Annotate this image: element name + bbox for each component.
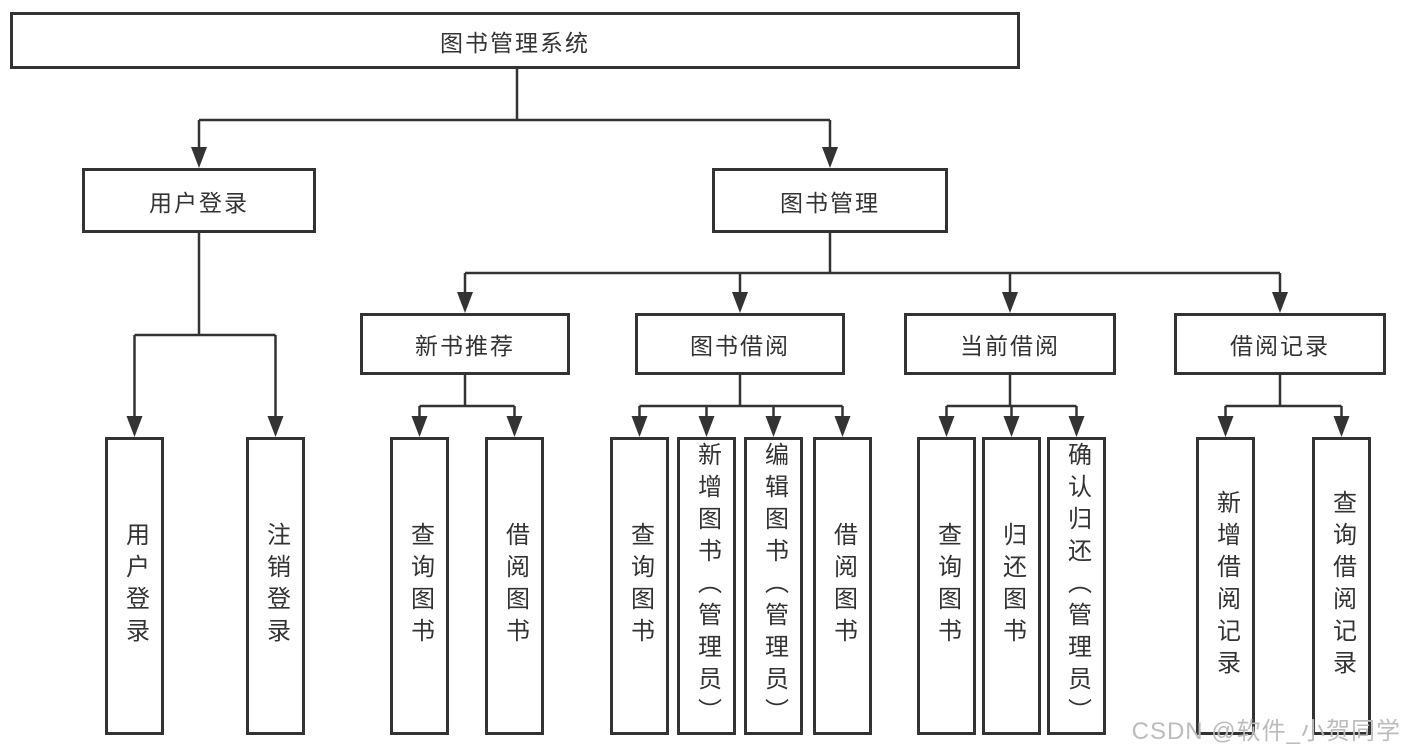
- leaf-query-borrow-record-label: 查询借阅记录: [1328, 490, 1356, 682]
- leaf-borrow-books-1: 借阅图书: [485, 437, 544, 735]
- leaf-query-books-1: 查询图书: [390, 437, 449, 735]
- connector-userlogin-to-leaves: [133, 233, 277, 425]
- leaf-add-borrow-record-label: 新增借阅记录: [1212, 490, 1240, 682]
- node-book-borrowing-label: 图书借阅: [690, 333, 790, 359]
- connector-newbook-to-leaves: [418, 375, 516, 425]
- leaf-query-borrow-record: 查询借阅记录: [1312, 437, 1371, 735]
- arrow-down-icon: [938, 416, 955, 437]
- node-book-management: 图书管理: [712, 168, 948, 233]
- node-borrowing-records: 借阅记录: [1174, 313, 1386, 375]
- leaf-query-books-2: 查询图书: [610, 437, 669, 735]
- arrow-down-icon: [1217, 416, 1234, 437]
- node-user-login: 用户登录: [82, 168, 316, 233]
- arrow-down-icon: [1002, 292, 1018, 313]
- arrow-down-icon: [765, 416, 782, 437]
- leaf-query-books-3-label: 查询图书: [933, 522, 961, 650]
- leaf-borrow-books-1-label: 借阅图书: [501, 522, 529, 650]
- leaf-add-borrow-record: 新增借阅记录: [1196, 437, 1255, 735]
- node-current-borrowing: 当前借阅: [904, 313, 1116, 375]
- node-new-book-recommendation-label: 新书推荐: [415, 333, 515, 359]
- connector-bookmgmt-to-level3: [463, 233, 1282, 301]
- arrow-down-icon: [1003, 416, 1020, 437]
- arrow-down-icon: [411, 416, 428, 437]
- leaf-user-login-label: 用户登录: [121, 522, 149, 650]
- arrow-down-icon: [822, 147, 838, 168]
- arrow-down-icon: [506, 416, 523, 437]
- node-current-borrowing-label: 当前借阅: [960, 333, 1060, 359]
- arrow-down-icon: [457, 292, 473, 313]
- node-root: 图书管理系统: [10, 12, 1020, 69]
- leaf-edit-books-admin: 编辑图书（管理员）: [744, 437, 803, 735]
- leaf-add-books-admin-label: 新增图书（管理员）: [693, 442, 721, 730]
- connector-root-to-level2: [197, 69, 832, 156]
- connector-borrow-to-leaves: [638, 375, 844, 425]
- node-book-borrowing: 图书借阅: [635, 313, 845, 375]
- arrow-down-icon: [834, 416, 851, 437]
- node-borrowing-records-label: 借阅记录: [1230, 333, 1330, 359]
- leaf-user-login: 用户登录: [105, 437, 164, 735]
- leaf-return-books-label: 归还图书: [998, 522, 1026, 650]
- leaf-query-books-3: 查询图书: [917, 437, 976, 735]
- connector-records-to-leaves: [1224, 375, 1343, 425]
- connector-paths: [133, 69, 1343, 425]
- leaf-logout: 注销登录: [246, 437, 305, 735]
- arrowheads: [126, 147, 1350, 437]
- leaf-return-books: 归还图书: [982, 437, 1041, 735]
- leaf-edit-books-admin-label: 编辑图书（管理员）: [760, 442, 788, 730]
- node-book-management-label: 图书管理: [780, 189, 880, 216]
- leaf-query-books-2-label: 查询图书: [626, 522, 654, 650]
- leaf-confirm-return-admin-label: 确认归还（管理员）: [1063, 442, 1091, 730]
- leaf-borrow-books-2: 借阅图书: [813, 437, 872, 735]
- connector-current-to-leaves: [945, 375, 1078, 425]
- leaf-borrow-books-2-label: 借阅图书: [829, 522, 857, 650]
- leaf-query-books-1-label: 查询图书: [406, 522, 434, 650]
- leaf-add-books-admin: 新增图书（管理员）: [677, 437, 736, 735]
- arrow-down-icon: [1333, 416, 1350, 437]
- watermark: CSDN @软件_小贺同学: [1131, 718, 1401, 745]
- arrow-down-icon: [1068, 416, 1085, 437]
- node-user-login-label: 用户登录: [149, 189, 249, 216]
- node-new-book-recommendation: 新书推荐: [360, 313, 570, 375]
- leaf-confirm-return-admin: 确认归还（管理员）: [1047, 437, 1106, 735]
- arrow-down-icon: [191, 147, 207, 168]
- arrow-down-icon: [126, 416, 143, 437]
- arrow-down-icon: [698, 416, 715, 437]
- arrow-down-icon: [1272, 292, 1288, 313]
- node-root-label: 图书管理系统: [440, 29, 590, 56]
- arrow-down-icon: [267, 416, 284, 437]
- leaf-logout-label: 注销登录: [262, 522, 290, 650]
- arrow-down-icon: [631, 416, 648, 437]
- arrow-down-icon: [732, 292, 748, 313]
